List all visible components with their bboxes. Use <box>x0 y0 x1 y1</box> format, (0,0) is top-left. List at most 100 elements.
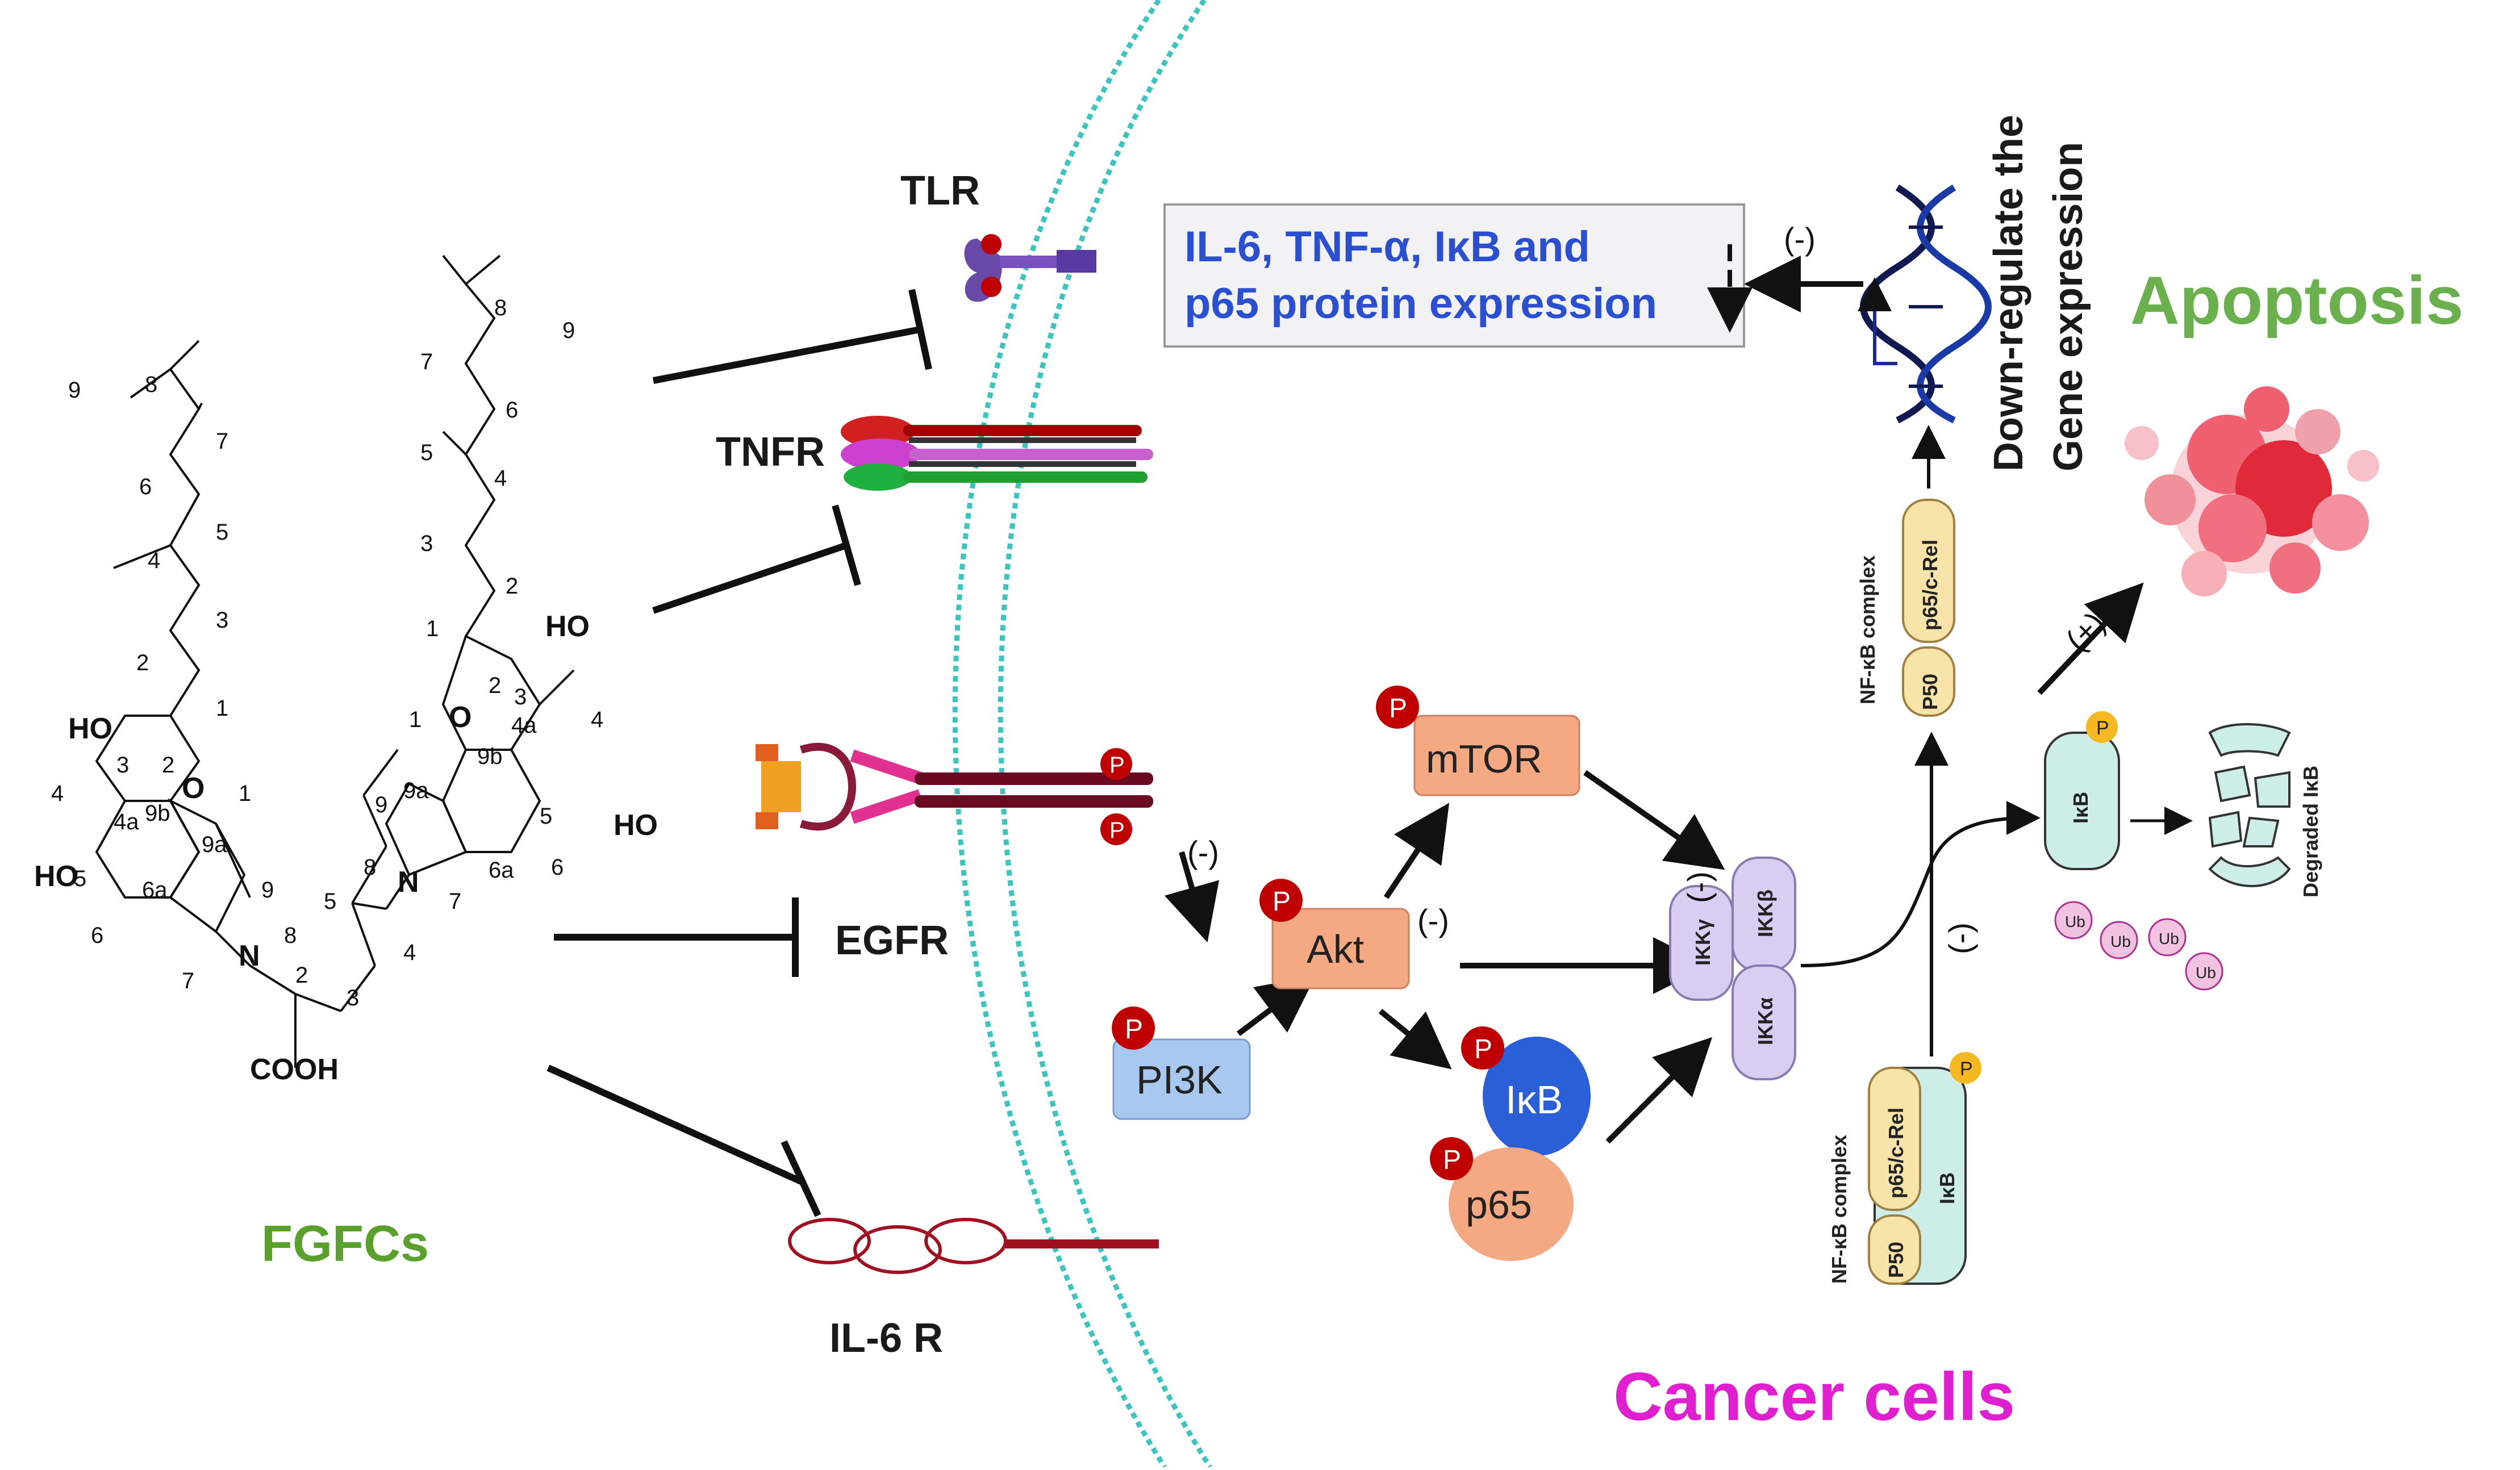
degraded-ikb-label: Degraded IκB <box>2299 766 2322 897</box>
apoptosis-cell-icon <box>2125 386 2379 596</box>
svg-text:IKKα: IKKα <box>1754 997 1777 1045</box>
svg-text:7: 7 <box>420 349 433 374</box>
svg-text:9: 9 <box>562 318 575 343</box>
mtor-node: mTOR P <box>1376 686 1580 796</box>
arrow <box>1383 803 1450 899</box>
down-regulate-line2: Gene expression <box>2046 142 2091 471</box>
svg-text:IKKβ: IKKβ <box>1754 889 1777 937</box>
svg-text:6: 6 <box>551 855 564 880</box>
pi3k-node: PI3K P <box>1112 1007 1251 1120</box>
minus-sign: (-) <box>1187 834 1219 870</box>
down-regulate-line1: Down-regulate the <box>1986 115 2031 471</box>
svg-text:7: 7 <box>216 429 228 454</box>
minus-sign: (-) <box>1681 871 1717 903</box>
svg-text:2: 2 <box>489 673 501 698</box>
egfr-receptor: P P <box>756 742 1153 845</box>
svg-text:P: P <box>1960 1058 1973 1080</box>
svg-text:9a: 9a <box>202 832 227 857</box>
svg-text:6: 6 <box>91 923 103 948</box>
svg-text:4a: 4a <box>511 713 537 738</box>
chem-o: O <box>182 772 205 805</box>
svg-text:5: 5 <box>540 804 552 829</box>
arrow <box>1164 851 1220 943</box>
tlr-receptor <box>964 234 1096 302</box>
svg-text:IκB: IκB <box>2069 792 2092 824</box>
svg-text:9a: 9a <box>403 778 429 803</box>
svg-text:3: 3 <box>116 753 129 778</box>
svg-text:1: 1 <box>426 616 439 641</box>
svg-text:3: 3 <box>514 684 527 709</box>
svg-text:2: 2 <box>506 574 518 599</box>
svg-text:Akt: Akt <box>1307 927 1364 971</box>
arrow <box>1583 770 1725 870</box>
svg-text:4: 4 <box>403 940 416 965</box>
chem-oh: HO <box>545 610 590 643</box>
chem-n: N <box>398 866 419 899</box>
svg-text:2: 2 <box>162 753 174 778</box>
svg-text:NF-κB complex: NF-κB complex <box>1828 1135 1851 1284</box>
tnfr-label: TNFR <box>716 429 825 475</box>
dna-helix-icon <box>1860 184 1992 424</box>
ikk-complex: IKKγ IKKβ IKKα <box>1669 857 1796 1080</box>
fgfc-molecule-right <box>352 254 575 910</box>
apoptosis-label: Apoptosis <box>2130 262 2464 339</box>
svg-text:5: 5 <box>324 889 336 914</box>
arrow <box>1378 1009 1452 1070</box>
ikb-p65-complex: IκB p65 P P <box>1430 1026 1591 1261</box>
svg-text:IκB: IκB <box>1935 1172 1959 1204</box>
svg-text:IκB: IκB <box>1505 1078 1563 1122</box>
chem-cooh: COOH <box>250 1053 339 1086</box>
svg-text:3: 3 <box>347 985 359 1010</box>
svg-text:Ub: Ub <box>2159 930 2179 947</box>
svg-text:p65/c-Rel: p65/c-Rel <box>1884 1108 1908 1198</box>
svg-text:7: 7 <box>449 889 461 914</box>
chem-oh: HO <box>34 860 78 893</box>
minus-sign: (-) <box>1417 903 1449 938</box>
arrow <box>2037 582 2144 695</box>
svg-text:4: 4 <box>591 707 603 732</box>
svg-text:7: 7 <box>182 968 194 993</box>
fgfcs-label: FGFCs <box>261 1216 429 1272</box>
svg-text:6a: 6a <box>489 858 514 883</box>
arrow <box>1605 1037 1713 1144</box>
svg-text:6a: 6a <box>142 878 168 903</box>
svg-text:1: 1 <box>239 781 251 806</box>
svg-text:p65: p65 <box>1466 1183 1532 1227</box>
svg-text:P: P <box>1109 753 1125 778</box>
svg-text:2: 2 <box>136 650 149 675</box>
minus-sign: (-) <box>1942 922 1978 954</box>
svg-text:9: 9 <box>375 792 387 817</box>
minus-sign: (-) <box>1784 221 1816 257</box>
protein-expression-box: IL-6, TNF-α, IκB and p65 protein express… <box>1163 203 1753 348</box>
il6r-receptor <box>788 1218 1159 1274</box>
svg-text:3: 3 <box>216 608 228 633</box>
degraded-ikb-icon <box>2208 723 2291 887</box>
il6r-label: IL-6 R <box>829 1316 943 1361</box>
svg-text:2: 2 <box>295 963 308 988</box>
svg-text:P: P <box>2096 717 2109 739</box>
svg-text:9: 9 <box>68 378 81 403</box>
fgfc-molecule-left <box>95 340 399 1068</box>
svg-text:P50: P50 <box>1918 674 1942 710</box>
svg-text:4a: 4a <box>114 809 139 834</box>
svg-text:P: P <box>1109 818 1125 843</box>
akt-node: Akt P <box>1259 879 1410 989</box>
svg-text:p65/c-Rel: p65/c-Rel <box>1918 540 1942 630</box>
chem-oh: HO <box>614 809 658 842</box>
svg-text:P: P <box>1125 1014 1143 1045</box>
svg-text:8: 8 <box>494 295 507 320</box>
fgfc-molecule-right-labels: HO HO O N 9 8 7 6 5 4 3 2 1 1 2 3 4 4a 9… <box>364 295 658 914</box>
fgfc-molecule-left-labels: HO HO O N COOH 9 8 7 6 5 4 3 2 1 1 2 3 4… <box>34 372 416 1086</box>
arrow <box>1800 801 2041 967</box>
egfr-label: EGFR <box>835 918 949 963</box>
svg-text:3: 3 <box>420 531 433 556</box>
nfkb-complex-bottom: P p65/c-Rel P50 IκB NF-κB complex <box>1828 1052 1981 1285</box>
svg-text:mTOR: mTOR <box>1426 737 1542 781</box>
svg-text:5: 5 <box>216 520 228 545</box>
svg-text:6: 6 <box>139 474 152 499</box>
svg-text:9: 9 <box>261 878 274 903</box>
cancer-cells-label: Cancer cells <box>1613 1359 2015 1435</box>
arrow <box>1858 277 1897 365</box>
svg-text:8: 8 <box>284 923 297 948</box>
cell-membrane <box>952 0 1212 1469</box>
